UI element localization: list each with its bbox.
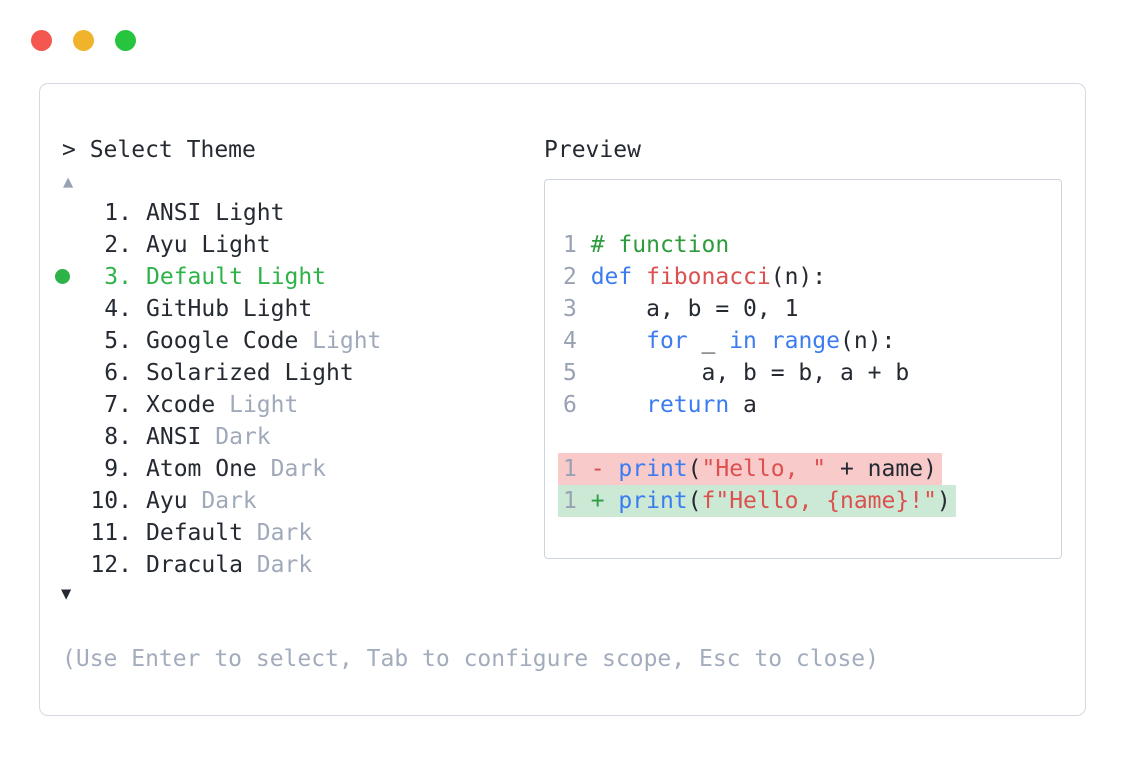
code-line: 1 # function — [563, 232, 730, 258]
theme-item-label: Default Dark — [146, 520, 313, 546]
diff-line-added: 1 + print(f"Hello, {name}!") — [558, 485, 956, 517]
selected-item-dot — [55, 269, 70, 284]
theme-list-item[interactable]: 10. Ayu Dark — [40, 485, 520, 517]
diff-line-removed: 1 - print("Hello, " + name) — [558, 453, 956, 485]
theme-item-label: Solarized Light — [146, 360, 354, 386]
theme-item-label: Ayu Light — [146, 232, 271, 258]
theme-item-label: ANSI Light — [146, 200, 285, 226]
theme-item-number: 11. — [90, 520, 132, 546]
select-theme-prompt: > Select Theme — [62, 137, 256, 163]
keyboard-hint: (Use Enter to select, Tab to configure s… — [62, 646, 879, 672]
zoom-button[interactable] — [115, 30, 136, 51]
theme-item-number: 12. — [90, 552, 132, 578]
theme-item-number: 3. — [104, 264, 132, 290]
theme-item-number: 4. — [104, 296, 132, 322]
preview-box: 1 # function 2 def fibonacci(n): 3 a, b = … — [544, 179, 1062, 559]
code-preview: 1 # function 2 def fibonacci(n): 3 a, b = … — [558, 229, 956, 517]
theme-item-number: 10. — [90, 488, 132, 514]
theme-list-item[interactable]: 1. ANSI Light — [40, 197, 520, 229]
theme-item-number: 6. — [104, 360, 132, 386]
window-controls — [31, 30, 136, 51]
theme-item-label: Ayu Dark — [146, 488, 257, 514]
theme-item-label: Xcode Light — [146, 392, 299, 418]
theme-list-item[interactable]: 11. Default Dark — [40, 517, 520, 549]
theme-item-number: 7. — [104, 392, 132, 418]
theme-item-label: ANSI Dark — [146, 424, 271, 450]
theme-item-number: 9. — [104, 456, 132, 482]
theme-list: 1. ANSI Light 2. Ayu Light 3. Default Light 4.… — [40, 197, 520, 581]
theme-item-number: 5. — [104, 328, 132, 354]
theme-item-label: Default Light — [146, 264, 327, 290]
minimize-button[interactable] — [73, 30, 94, 51]
code-line: 3 a, b = 0, 1 — [563, 296, 799, 322]
theme-list-item[interactable]: 4. GitHub Light — [40, 293, 520, 325]
scroll-down-indicator-icon: ▼ — [61, 584, 72, 604]
code-line: 2 def fibonacci(n): — [563, 264, 827, 290]
theme-item-label: GitHub Light — [146, 296, 313, 322]
code-line: 5 a, b = b, a + b — [563, 360, 910, 386]
theme-list-item[interactable]: 6. Solarized Light — [40, 357, 520, 389]
theme-list-item[interactable]: 12. Dracula Dark — [40, 549, 520, 581]
theme-list-item[interactable]: 7. Xcode Light — [40, 389, 520, 421]
theme-picker-panel: > Select Theme Preview ▲ 1. ANSI Light 2. A… — [39, 83, 1086, 716]
code-line: 6 return a — [563, 392, 757, 418]
theme-item-label: Atom One Dark — [146, 456, 327, 482]
theme-item-number: 2. — [104, 232, 132, 258]
scroll-up-indicator-icon: ▲ — [63, 172, 74, 192]
theme-item-number: 1. — [104, 200, 132, 226]
theme-list-item[interactable]: 3. Default Light — [40, 261, 520, 293]
theme-list-item[interactable]: 9. Atom One Dark — [40, 453, 520, 485]
theme-item-label: Dracula Dark — [146, 552, 313, 578]
theme-list-item[interactable]: 5. Google Code Light — [40, 325, 520, 357]
code-line: 4 for _ in range(n): — [563, 328, 896, 354]
code-line — [563, 421, 956, 453]
theme-item-label: Google Code Light — [146, 328, 382, 354]
close-button[interactable] — [31, 30, 52, 51]
preview-title: Preview — [544, 137, 641, 163]
theme-list-item[interactable]: 8. ANSI Dark — [40, 421, 520, 453]
theme-list-item[interactable]: 2. Ayu Light — [40, 229, 520, 261]
theme-item-number: 8. — [104, 424, 132, 450]
